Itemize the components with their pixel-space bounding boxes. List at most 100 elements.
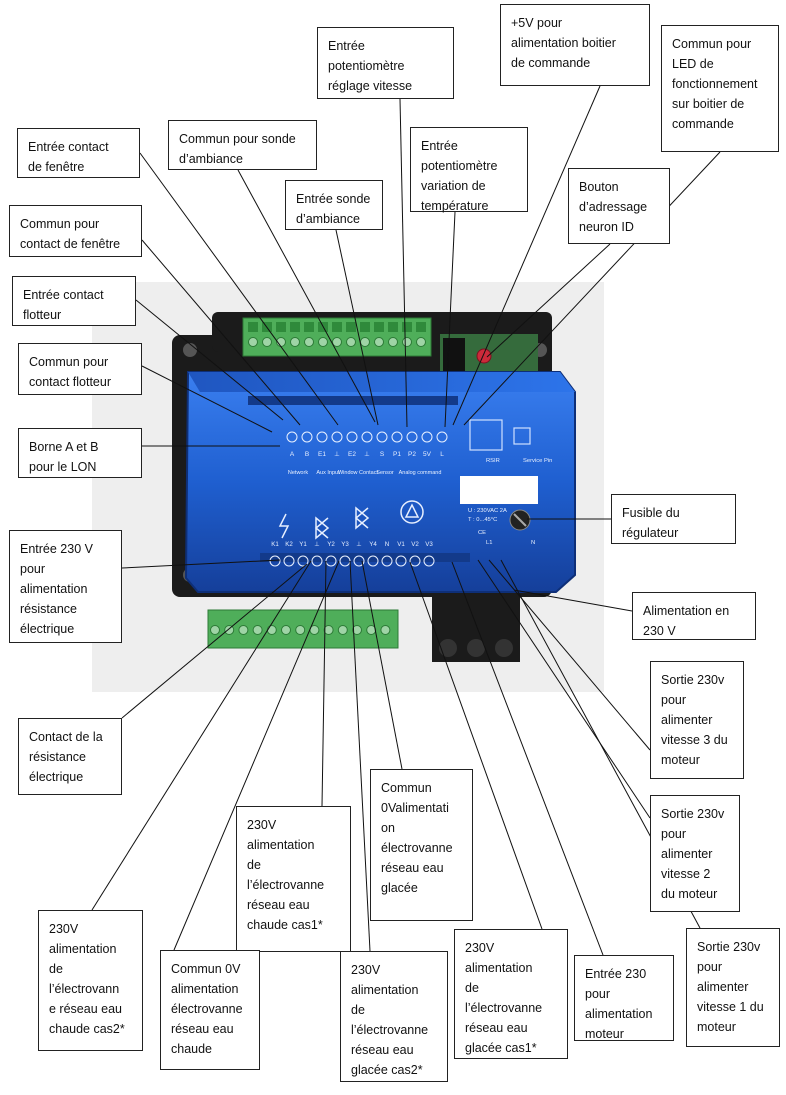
terminal-screw [374, 322, 384, 347]
terminal-screw [295, 625, 306, 635]
leader-line [513, 589, 633, 612]
terminal-group-label: Window Contact [338, 470, 379, 476]
bottom-terminal-label: V2 [411, 541, 419, 548]
bottom-terminal-label: ⊥ [356, 541, 361, 548]
top-terminal-label: A [290, 451, 295, 458]
bottom-terminal: V2 [409, 541, 421, 567]
callout-alim-chaude-cas1: 230V alimentation de l’électrovanne rése… [236, 806, 351, 952]
top-terminal: L [436, 431, 448, 458]
bottom-terminal-label: K2 [285, 541, 293, 548]
bottom-terminal-label: V1 [397, 541, 405, 548]
terminal-screw [210, 625, 220, 635]
bottom-terminal: Y4 [367, 541, 379, 567]
bottom-terminal: V3 [423, 541, 435, 567]
bottom-terminal-label: V3 [425, 541, 433, 548]
terminal-screw [281, 625, 291, 635]
neuron-id-button [476, 348, 492, 364]
callout-commun-contact-fenetre: Commun pour contact de fenêtre [9, 205, 142, 257]
bottom-terminal: ⊥ [353, 541, 365, 567]
bottom-terminal-label: Y1 [299, 541, 307, 548]
housing-print: T : 0...45°C [468, 517, 497, 523]
leader-line [477, 559, 651, 819]
bottom-terminal-label: Y4 [369, 541, 377, 548]
callout-alim-chaude-cas2: 230V alimentation de l’électrovann e rés… [38, 910, 143, 1051]
top-terminal-label: E1 [318, 451, 326, 458]
terminal-screw [388, 322, 398, 347]
callout-5v-alimentation: +5V pour alimentation boitier de command… [500, 4, 650, 86]
callout-alim-glacee-cas1: 230V alimentation de l’électrovanne rése… [454, 929, 568, 1059]
bottom-terminal: N [381, 541, 393, 567]
callout-commun-0v-chaude: Commun 0V alimentation électrovanne rése… [160, 950, 260, 1070]
terminal-screw [346, 322, 356, 347]
top-terminal: B [301, 431, 313, 458]
leader-line [399, 98, 408, 428]
callout-entree-potentiometre-vitesse: Entrée potentiomètre réglage vitesse [317, 27, 454, 99]
terminal-group-label: Sensor [376, 470, 394, 476]
top-terminal: A [286, 431, 298, 458]
leader-line [444, 211, 456, 428]
leader-line [237, 169, 376, 423]
callout-entree-230-resistance: Entrée 230 V pour alimentation résistanc… [9, 530, 122, 643]
bottom-terminal-label: Y2 [327, 541, 335, 548]
terminal-group-label: Analog command [399, 470, 442, 476]
terminal-screw [332, 322, 342, 347]
housing-print: RSIR [486, 458, 500, 464]
top-terminal-label: P1 [393, 451, 401, 458]
top-terminal-label: S [380, 451, 385, 458]
leader-line [135, 299, 284, 421]
leader-line [121, 563, 308, 719]
terminal-screw [252, 625, 263, 635]
bottom-terminal-label: Y3 [341, 541, 349, 548]
leader-line [452, 85, 601, 426]
fan-symbol [400, 500, 424, 524]
callout-entree-flotteur: Entrée contact flotteur [12, 276, 136, 326]
leader-line [451, 561, 604, 956]
bottom-terminal-label: ⊥ [314, 541, 319, 548]
label-sticker [460, 476, 538, 504]
bottom-terminal: K2 [283, 541, 295, 567]
terminal-screw [248, 322, 258, 347]
callout-entree-contact-fenetre: Entrée contact de fenêtre [17, 128, 140, 178]
callout-sortie-vitesse-2: Sortie 230v pour alimenter vitesse 2 du … [650, 795, 740, 912]
callout-commun-0v-glacee: Commun 0Valimentati on électrovanne rése… [370, 769, 473, 921]
top-terminal-label: B [305, 451, 309, 458]
housing-print: Service Pin [523, 458, 552, 464]
terminal-screw [266, 625, 277, 635]
terminal-screw [337, 625, 348, 635]
leader-line [91, 560, 312, 911]
callout-bouton-adressage: Bouton d’adressage neuron ID [568, 168, 670, 244]
leader-line [141, 239, 301, 426]
top-terminal-label: ⊥ [334, 451, 340, 458]
terminal-screw [416, 322, 426, 347]
valve-symbol-hot [314, 516, 330, 540]
top-terminal: E1 [316, 431, 328, 458]
callout-sortie-vitesse-1: Sortie 230v pour alimenter vitesse 1 du … [686, 928, 780, 1047]
top-terminal-label: 5V [423, 451, 432, 458]
leader-line [335, 229, 379, 426]
leader-line [488, 559, 651, 751]
housing-print: CE [478, 530, 486, 536]
leader-line [361, 560, 403, 770]
callout-alimentation-230: Alimentation en 230 V [632, 592, 756, 640]
top-terminal: P2 [406, 431, 418, 458]
bottom-terminal: V1 [395, 541, 407, 567]
callout-commun-flotteur: Commun pour contact flotteur [18, 343, 142, 395]
bottom-terminal: Y1 [297, 541, 309, 567]
terminal-screw [323, 625, 334, 635]
terminal-screw [224, 625, 235, 635]
top-terminal-label: E2 [348, 451, 356, 458]
valve-symbol-cold [354, 506, 370, 530]
callout-fusible: Fusible du régulateur [611, 494, 736, 544]
bottom-terminal-block [207, 609, 399, 649]
housing-print: U : 230VAC 2A [468, 508, 507, 514]
bottom-terminal-label: K1 [271, 541, 279, 548]
bottom-terminal: ⊥ [311, 541, 323, 567]
terminal-screw [290, 322, 300, 347]
top-terminal-label: P2 [408, 451, 416, 458]
terminal-group-label: Aux Input [316, 470, 340, 476]
callout-alim-glacee-cas2: 230V alimentation de l’électrovanne rése… [340, 951, 448, 1082]
callout-contact-resistance: Contact de la résistance électrique [18, 718, 122, 795]
bottom-terminal-label: N [385, 541, 389, 548]
blue-housing [184, 371, 576, 593]
callout-commun-sonde: Commun pour sonde d’ambiance [168, 120, 317, 170]
